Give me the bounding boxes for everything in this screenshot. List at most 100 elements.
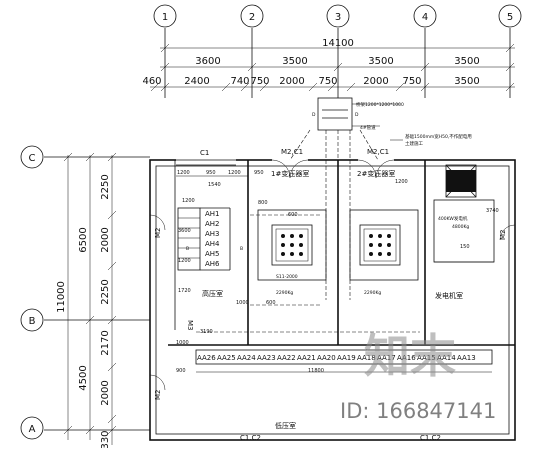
- transformer-1-weight: 2290Kg: [276, 290, 293, 296]
- aa-panel-25: AA25: [217, 354, 236, 362]
- inner-dim-5: 1200: [395, 179, 408, 185]
- inner-dim-15: 1000: [176, 340, 189, 346]
- inner-dim-10: 1200: [178, 258, 191, 264]
- transformers: S11-2000 2290Kg 2290Kg: [257, 209, 419, 296]
- cable-tray: D D 桥架1200*1200*1000 4#管道 基础1500mm宽H50,不…: [289, 97, 472, 300]
- dim-row1-3: 3500: [368, 56, 393, 67]
- inner-dim-8: 3740: [486, 208, 499, 214]
- ah-panel-4: AH4: [205, 240, 220, 248]
- inner-dim-2: 950: [206, 170, 216, 176]
- door-tag-c1c2-a: C1.C2: [240, 434, 261, 442]
- inner-dim-18: 1000: [236, 300, 249, 306]
- generator-spec: 400KW发电机: [438, 215, 468, 222]
- inner-dims: 1200 950 1200 950 1200 1540 1200 3740 36…: [176, 170, 499, 374]
- dim-row1-1: 3600: [195, 56, 220, 67]
- inner-dim-4: 950: [254, 170, 264, 176]
- letter-b: B: [186, 246, 189, 252]
- tray-spec: 桥架1200*1200*1000: [356, 101, 404, 108]
- door-tag-c1: C1: [200, 149, 209, 157]
- ah-panel-1: AH1: [205, 210, 220, 218]
- aa-panel-20: AA20: [317, 354, 336, 362]
- dim-left-inner-3: 2250: [100, 279, 111, 304]
- door-tag-m2-right: M2: [499, 230, 507, 241]
- dim-left-outer-2: 4500: [78, 365, 89, 390]
- aa-panel-18: AA18: [357, 354, 376, 362]
- aa-panel-13: AA13: [457, 354, 476, 362]
- dim-row2-5: 2000: [279, 76, 304, 87]
- inner-dim-13: 600: [266, 300, 276, 306]
- dim-row1-2: 3500: [282, 56, 307, 67]
- axis-bubble-c: [20, 145, 44, 169]
- inner-dim-20: 150: [460, 244, 470, 250]
- aa-panel-17: AA17: [377, 354, 396, 362]
- axis-bubbles-left: C B A: [20, 145, 150, 440]
- axis-bubble-b: [20, 308, 44, 332]
- dim-left-inner-4: 2170: [100, 330, 111, 355]
- inner-dim-11: 800: [258, 200, 268, 206]
- aa-panel-24: AA24: [237, 354, 256, 362]
- dim-row2-1: 460: [142, 76, 161, 87]
- ah-panel-3: AH3: [205, 230, 220, 238]
- room-low-voltage: 低压室: [275, 421, 296, 430]
- door-tag-m2c1-b: M2,C1: [367, 148, 389, 156]
- aa-panel-16: AA16: [397, 354, 416, 362]
- letter-b2: B: [240, 246, 243, 252]
- aa-panel-23: AA23: [257, 354, 276, 362]
- door-tags: M2,C1 M2,C1 C1 M2 M2 M2 M3 C1.C2 C1.C2: [149, 148, 516, 442]
- axis-bubble-1: [153, 4, 177, 28]
- inner-dim-6: 1540: [208, 182, 221, 188]
- dim-row2-3: 740: [230, 76, 249, 87]
- ah-panel-2: AH2: [205, 220, 220, 228]
- dim-total-width: 14100: [322, 38, 354, 49]
- room-transformer-2: 2#变压器室: [357, 169, 395, 178]
- axis-label-4: 4: [422, 12, 428, 23]
- watermark-logo-text: 知末: [364, 329, 456, 383]
- axis-bubbles-top: 1 2 3 4 5: [153, 4, 522, 98]
- axis-label-a: A: [29, 424, 36, 435]
- axis-bubble-a: [20, 416, 44, 440]
- axis-label-2: 2: [249, 12, 255, 23]
- aa-panel-21: AA21: [297, 354, 316, 362]
- dim-row2-8: 750: [402, 76, 421, 87]
- inner-dim-14: 3190: [200, 329, 213, 335]
- dim-left-total: 11000: [56, 281, 67, 313]
- transformer-1-spec: S11-2000: [276, 274, 298, 280]
- dim-row2-2: 2400: [184, 76, 209, 87]
- dim-left-inner-5: 2000: [100, 380, 111, 405]
- letter-d: D: [312, 112, 316, 118]
- aa-panel-15: AA15: [417, 354, 436, 362]
- aa-panel-19: AA19: [337, 354, 356, 362]
- room-transformer-1: 1#变压器室: [271, 169, 309, 178]
- inner-dim-1: 1200: [177, 170, 190, 176]
- ah-panels: AH1 AH2 AH3 AH4 AH5 AH6 B B: [177, 207, 243, 271]
- axis-label-3: 3: [335, 12, 341, 23]
- left-dimensions: 11000 6500 4500 2250 2000 2250 2170 2000…: [56, 152, 117, 450]
- room-high-voltage: 高压室: [202, 289, 223, 298]
- dim-row2-7: 2000: [363, 76, 388, 87]
- inner-dim-3: 1200: [228, 170, 241, 176]
- letter-d2: D: [355, 112, 359, 118]
- note-civil: 土建施工: [405, 140, 423, 147]
- dim-left-inner-6: 330: [100, 430, 111, 448]
- tray-box: [317, 97, 353, 131]
- dim-row2-4: 750: [250, 76, 269, 87]
- axis-label-c: C: [29, 153, 36, 164]
- inner-dim-19: 11800: [308, 368, 324, 374]
- inner-dim-9: 3600: [178, 228, 191, 234]
- inner-dim-17: 1720: [178, 288, 191, 294]
- watermark-id: ID: 166847141: [340, 399, 496, 423]
- inner-dim-7: 1200: [182, 198, 195, 204]
- axis-bubble-5: [498, 4, 522, 28]
- aa-panels: AA26 AA25 AA24 AA23 AA22 AA21 AA20 AA19 …: [195, 349, 493, 373]
- ah-panel-5: AH5: [205, 250, 220, 258]
- generator: 400KW发电机 4800Kg: [433, 199, 495, 263]
- aa-panel-22: AA22: [277, 354, 296, 362]
- dim-row1-4: 3500: [454, 56, 479, 67]
- door-tag-c1c2-b: C1.C2: [420, 434, 441, 442]
- ah-panel-6: AH6: [205, 260, 220, 268]
- generator-weight: 4800Kg: [452, 224, 469, 230]
- axis-bubble-2: [240, 4, 264, 28]
- door-tag-m2c1-a: M2,C1: [281, 148, 303, 156]
